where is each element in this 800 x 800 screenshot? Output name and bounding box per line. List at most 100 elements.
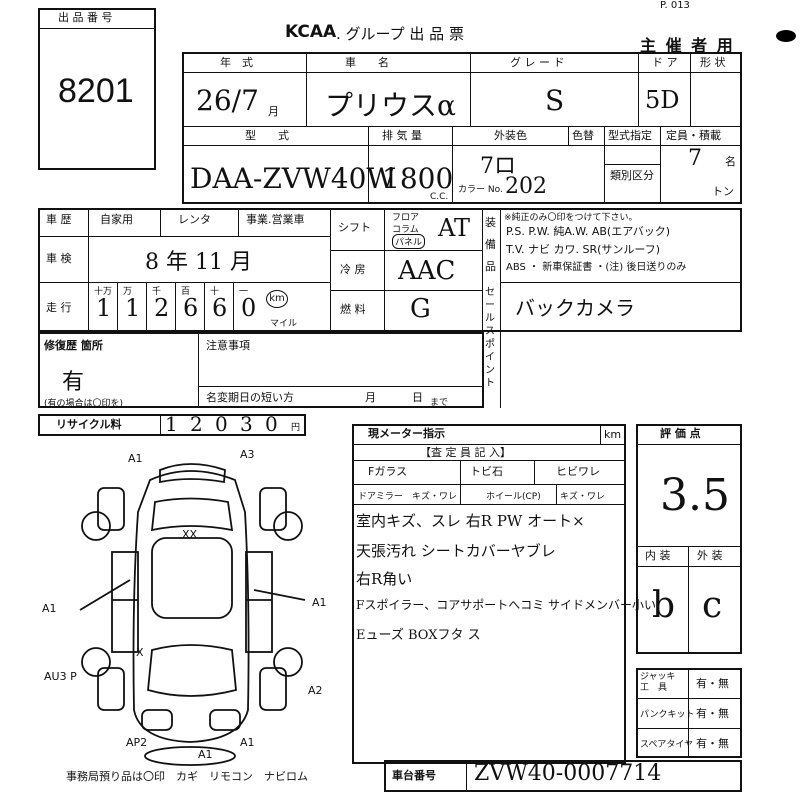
mileage-digit-label: 十 [210,287,220,297]
displacement-label: 排 気 量 [382,129,422,142]
mirror-damage: キズ・ワレ [412,492,458,502]
wheel-damage: キズ・ワレ [560,492,606,502]
note-3: 右R角い [356,570,413,588]
equipment-line2: T.V. ナビ カワ. SR(サンルーフ) [506,243,661,256]
shift-value: AT [438,214,471,242]
recycle-unit: 円 [291,423,301,433]
vehicle-info-box [182,52,742,204]
wheel-label: ホイール(CP) [486,492,541,502]
type-designation-label: 型式指定 [608,129,652,142]
score-box [636,424,742,654]
interior-value: b [652,585,676,626]
puncture-yesno: 有・無 [696,707,729,720]
mileage-digit-label: 万 [123,287,133,297]
lot-box [38,8,156,170]
repair-label: 修復歴 箇所 [44,339,103,352]
interior-label: 内 装 [645,549,671,562]
color-label: 外装色 [494,129,527,142]
caution-label: 注意事項 [206,339,250,352]
recycle-digit: 0 [265,412,278,436]
recycle-box [38,414,306,436]
fuel-label: 燃 料 [340,303,366,316]
chassis-label: 車台番号 [392,769,436,782]
history-option-business: 事業.営業車 [246,213,305,226]
model-value: DAA-ZVW40W [190,162,396,195]
shift-floor: フロア [392,213,420,223]
ton-unit: トン [712,185,734,198]
office-items: 事務局預り品は〇印 カギ リモコン ナビロム [66,770,308,783]
lot-number: 8201 [58,72,134,110]
diagram-mark-9: A1 [240,736,255,749]
shift-label: シフト [338,221,371,234]
doors-value: 5D [645,86,680,114]
car-diagram: A1 A3 A1 A1 A1 AU3 P A2 AP2 A1 A1 XX X [42,448,327,766]
recycle-digit: 3 [240,412,253,436]
displacement-value: 1800 [382,162,454,195]
fglass-label: Fガラス [368,465,408,478]
note-4: Fスポイラー、コアサポートへコミ サイドメンバー小い [356,598,657,612]
tobi-label: トビ石 [470,465,503,478]
mileage-label: 走 行 [46,301,72,314]
mileage-digit-label: 一 [239,287,249,297]
year-label: 年 式 [220,56,253,69]
doors-label: ド ア [652,56,678,69]
spare-yesno: 有・無 [696,737,729,750]
sales-point-label: セールスポイント [485,287,495,389]
note-5: Eューズ BOXフタ ス [356,628,481,643]
brand-logo: KCAA [285,22,337,42]
capacity-value: 7 [688,146,702,171]
diagram-mark-5: AU3 P [44,670,77,683]
color-no-value: 202 [505,174,547,199]
shape-label: 形 状 [700,56,726,69]
mileage-digit: 1 [96,294,112,322]
mileage-digit: 6 [183,294,199,322]
capacity-unit: 名 [725,155,736,168]
chassis-value: ZVW40-0007714 [474,761,662,786]
inspector-title: 【査 定 員 記 入】 [420,446,511,459]
lot-label: 出 品 番 号 [58,11,113,24]
km-circle: km [266,290,288,308]
aircon-label: 冷 房 [340,263,366,276]
inspector-box [352,424,626,764]
short-date-label: 名変期日の短い方 [206,391,294,404]
items-box [636,668,742,758]
recycle-digit: 1 [165,412,178,436]
puncture-label: パンクキット [640,710,695,720]
jack-yesno: 有・無 [696,677,729,690]
mileage-digit-label: 千 [152,287,162,297]
diagram-mark-3: A1 [312,596,327,609]
color-change-label: 色替 [572,129,594,142]
recycle-digit: 2 [190,412,203,436]
diagram-mark-1: A3 [240,448,255,461]
page-code: P. 013 [660,0,690,11]
diagram-mark-8: A1 [198,748,213,761]
note-2: 天張汚れ シートカバーヤブレ [356,542,556,560]
diagram-mark-6: A2 [308,684,323,697]
fuel-value: G [410,294,431,324]
model-label: 型 式 [245,129,289,142]
mileage-digit: 6 [212,294,228,322]
equipment-line3: ABS ・ 新車保証書 ・(注) 後日送りのみ [506,262,687,273]
month-mark: 月 [268,105,279,118]
history-option-rental: レンタ [178,213,211,226]
exterior-value: c [702,585,723,626]
chassis-box [384,760,742,792]
mile-label: マイル [270,319,298,329]
history-box [38,208,742,332]
mileage-digit: 0 [241,294,257,322]
diagram-mark-7: AP2 [126,736,147,749]
mileage-digit: 2 [154,294,170,322]
shift-panel: パネル [392,234,426,249]
diagram-mark-11: X [136,646,144,659]
color-no-label: カラー No. [458,185,503,195]
inspection-value: 8 年 11 月 [145,250,252,275]
sales-point-value: バックカメラ [515,296,635,320]
caution-day: 日 [412,391,423,404]
cc-unit: C.C. [430,192,449,202]
capacity-label: 定員・積載 [666,129,721,142]
repair-box [38,332,484,408]
equipment-note: ※純正のみ〇印をつけて下さい。 [504,213,638,223]
edge-mark [776,30,796,42]
score-value: 3.5 [660,470,730,521]
score-label: 評 価 点 [660,427,701,440]
